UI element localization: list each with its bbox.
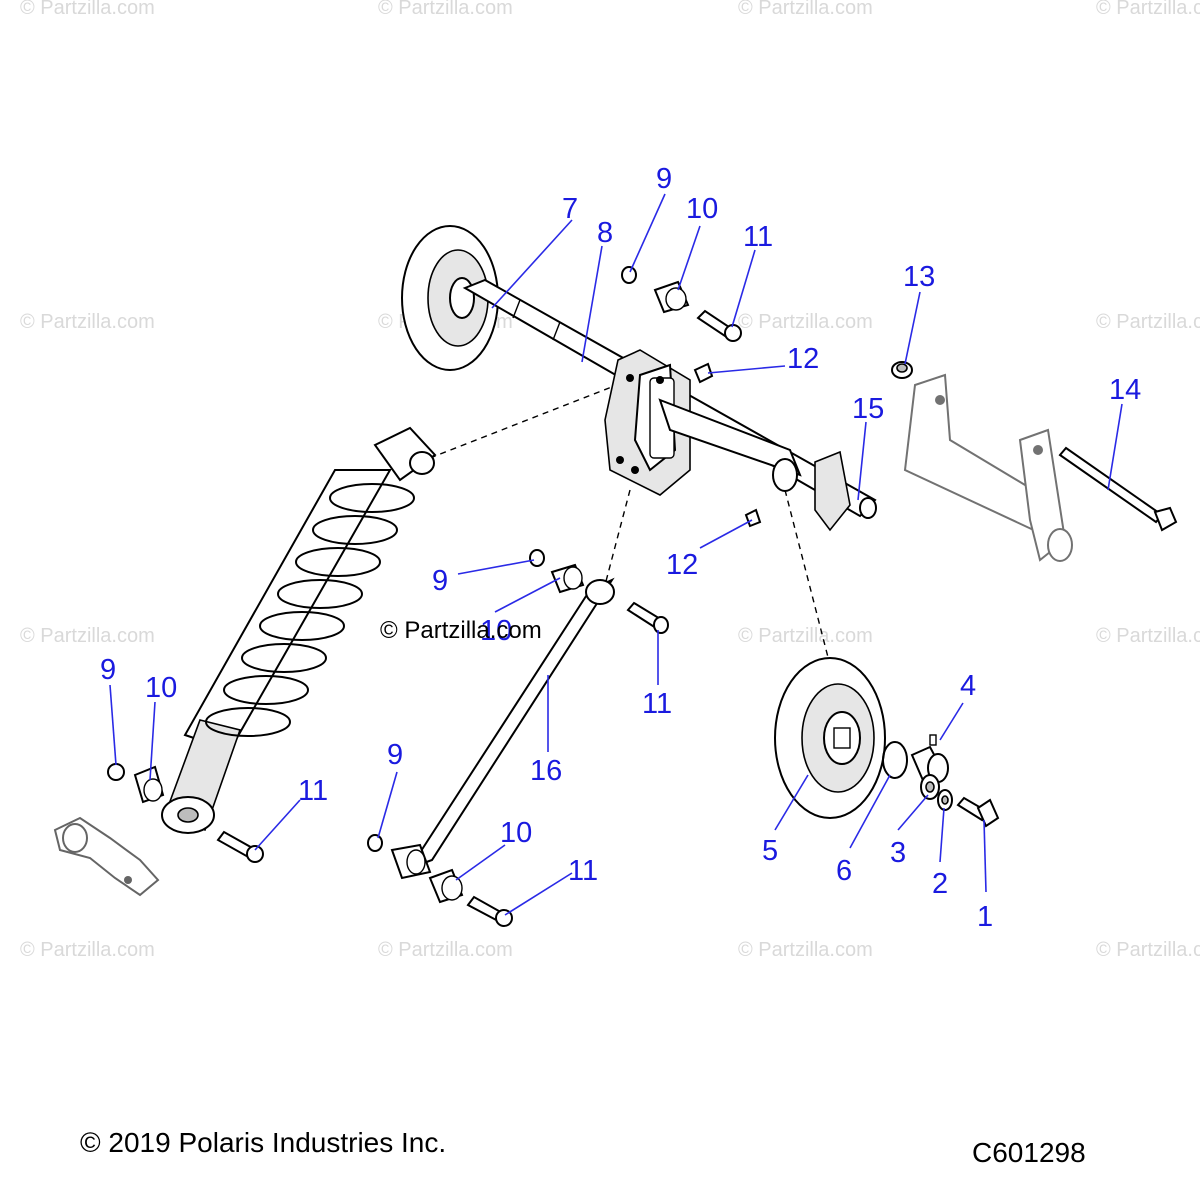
callout-10: 10: [480, 615, 512, 647]
bolt-part-11-mid: [626, 601, 669, 634]
watermark: © Partzilla.com: [20, 625, 155, 647]
bushing-part-10-bottom: [428, 868, 464, 904]
grease-fitting-part-12-mid: [744, 508, 762, 528]
callout-10: 10: [145, 672, 177, 704]
watermark-grid: © Partzilla.com © Partzilla.com © Partzi…: [20, 0, 1200, 961]
callout-13: 13: [903, 261, 935, 293]
washer-part-3: [920, 774, 940, 800]
copyright-notice: © 2019 Polaris Industries Inc.: [80, 1127, 446, 1158]
bushing-part-10-left: [133, 765, 165, 804]
watermark: © Partzilla.com: [1096, 939, 1200, 961]
callout-2: 2: [932, 868, 948, 900]
watermark: © Partzilla.com: [738, 311, 873, 333]
nut-part-9-bottom: [367, 834, 383, 852]
idler-wheel-part-5: [774, 657, 886, 819]
washer-part-2: [937, 789, 953, 811]
nut-part-9-left: [107, 763, 125, 781]
bushing-part-10-mid: [550, 563, 585, 594]
callout-12: 12: [666, 549, 698, 581]
callout-7: 7: [562, 193, 578, 225]
snap-ring-part-6: [882, 741, 908, 779]
nut-part-9-mid: [529, 549, 545, 567]
callout-9: 9: [100, 654, 116, 686]
callout-11: 11: [743, 221, 773, 253]
bolt-part-1: [956, 796, 1000, 828]
callout-10: 10: [500, 817, 532, 849]
shock-absorber: [161, 426, 437, 834]
watermark: © Partzilla.com: [20, 939, 155, 961]
callout-10: 10: [686, 193, 718, 225]
callout-15: 15: [852, 393, 884, 425]
watermark: © Partzilla.com: [20, 0, 155, 19]
torque-arm-part-16: [390, 577, 615, 880]
callout-11: 11: [642, 688, 672, 720]
callout-9: 9: [656, 163, 672, 195]
callout-5: 5: [762, 835, 778, 867]
watermark: © Partzilla.com: [1096, 0, 1200, 19]
callout-11: 11: [298, 775, 328, 807]
rear-bracket-part-14: [903, 373, 1073, 562]
nut-part-9-top: [621, 266, 637, 284]
shock-mount-bracket: [53, 816, 160, 897]
callout-1: 1: [977, 901, 993, 933]
nut-part-13: [891, 361, 913, 379]
bushing-part-10-top: [653, 280, 690, 314]
callout-14: 14: [1109, 374, 1141, 406]
callout-4: 4: [960, 670, 976, 702]
callout-labels: 7 8 9 10 11 12 13 14 15 9 12 10 11 16 9 …: [100, 163, 1141, 933]
watermark: © Partzilla.com: [378, 0, 513, 19]
watermark: © Partzilla.com: [738, 0, 873, 19]
callout-9: 9: [432, 565, 448, 597]
assembly-lines: [429, 371, 831, 666]
bolt-part-11-bottom: [466, 895, 513, 927]
watermark: © Partzilla.com: [738, 625, 873, 647]
grease-fitting-part-12-top: [693, 362, 714, 384]
long-bolt-part-14: [1058, 446, 1178, 532]
bolt-part-11-left: [216, 830, 264, 863]
callout-12: 12: [787, 343, 819, 375]
axle-bracket-assembly: [604, 349, 851, 532]
callout-8: 8: [597, 217, 613, 249]
callout-3: 3: [890, 837, 906, 869]
leader-lines: [109, 193, 1123, 916]
callout-9: 9: [387, 739, 403, 771]
watermark: © Partzilla.com: [1096, 625, 1200, 647]
idler-wheel-part-7: [401, 225, 499, 371]
diagram-id: C601298: [972, 1137, 1086, 1168]
callout-11: 11: [568, 855, 598, 887]
watermark: © Partzilla.com: [378, 939, 513, 961]
watermark: © Partzilla.com: [20, 311, 155, 333]
bolt-part-11-top: [696, 309, 742, 342]
callout-16: 16: [530, 755, 562, 787]
callout-6: 6: [836, 855, 852, 887]
center-watermark: © Partzilla.com: [380, 617, 542, 644]
watermark: © Partzilla.com: [1096, 311, 1200, 333]
watermark: © Partzilla.com: [738, 939, 873, 961]
